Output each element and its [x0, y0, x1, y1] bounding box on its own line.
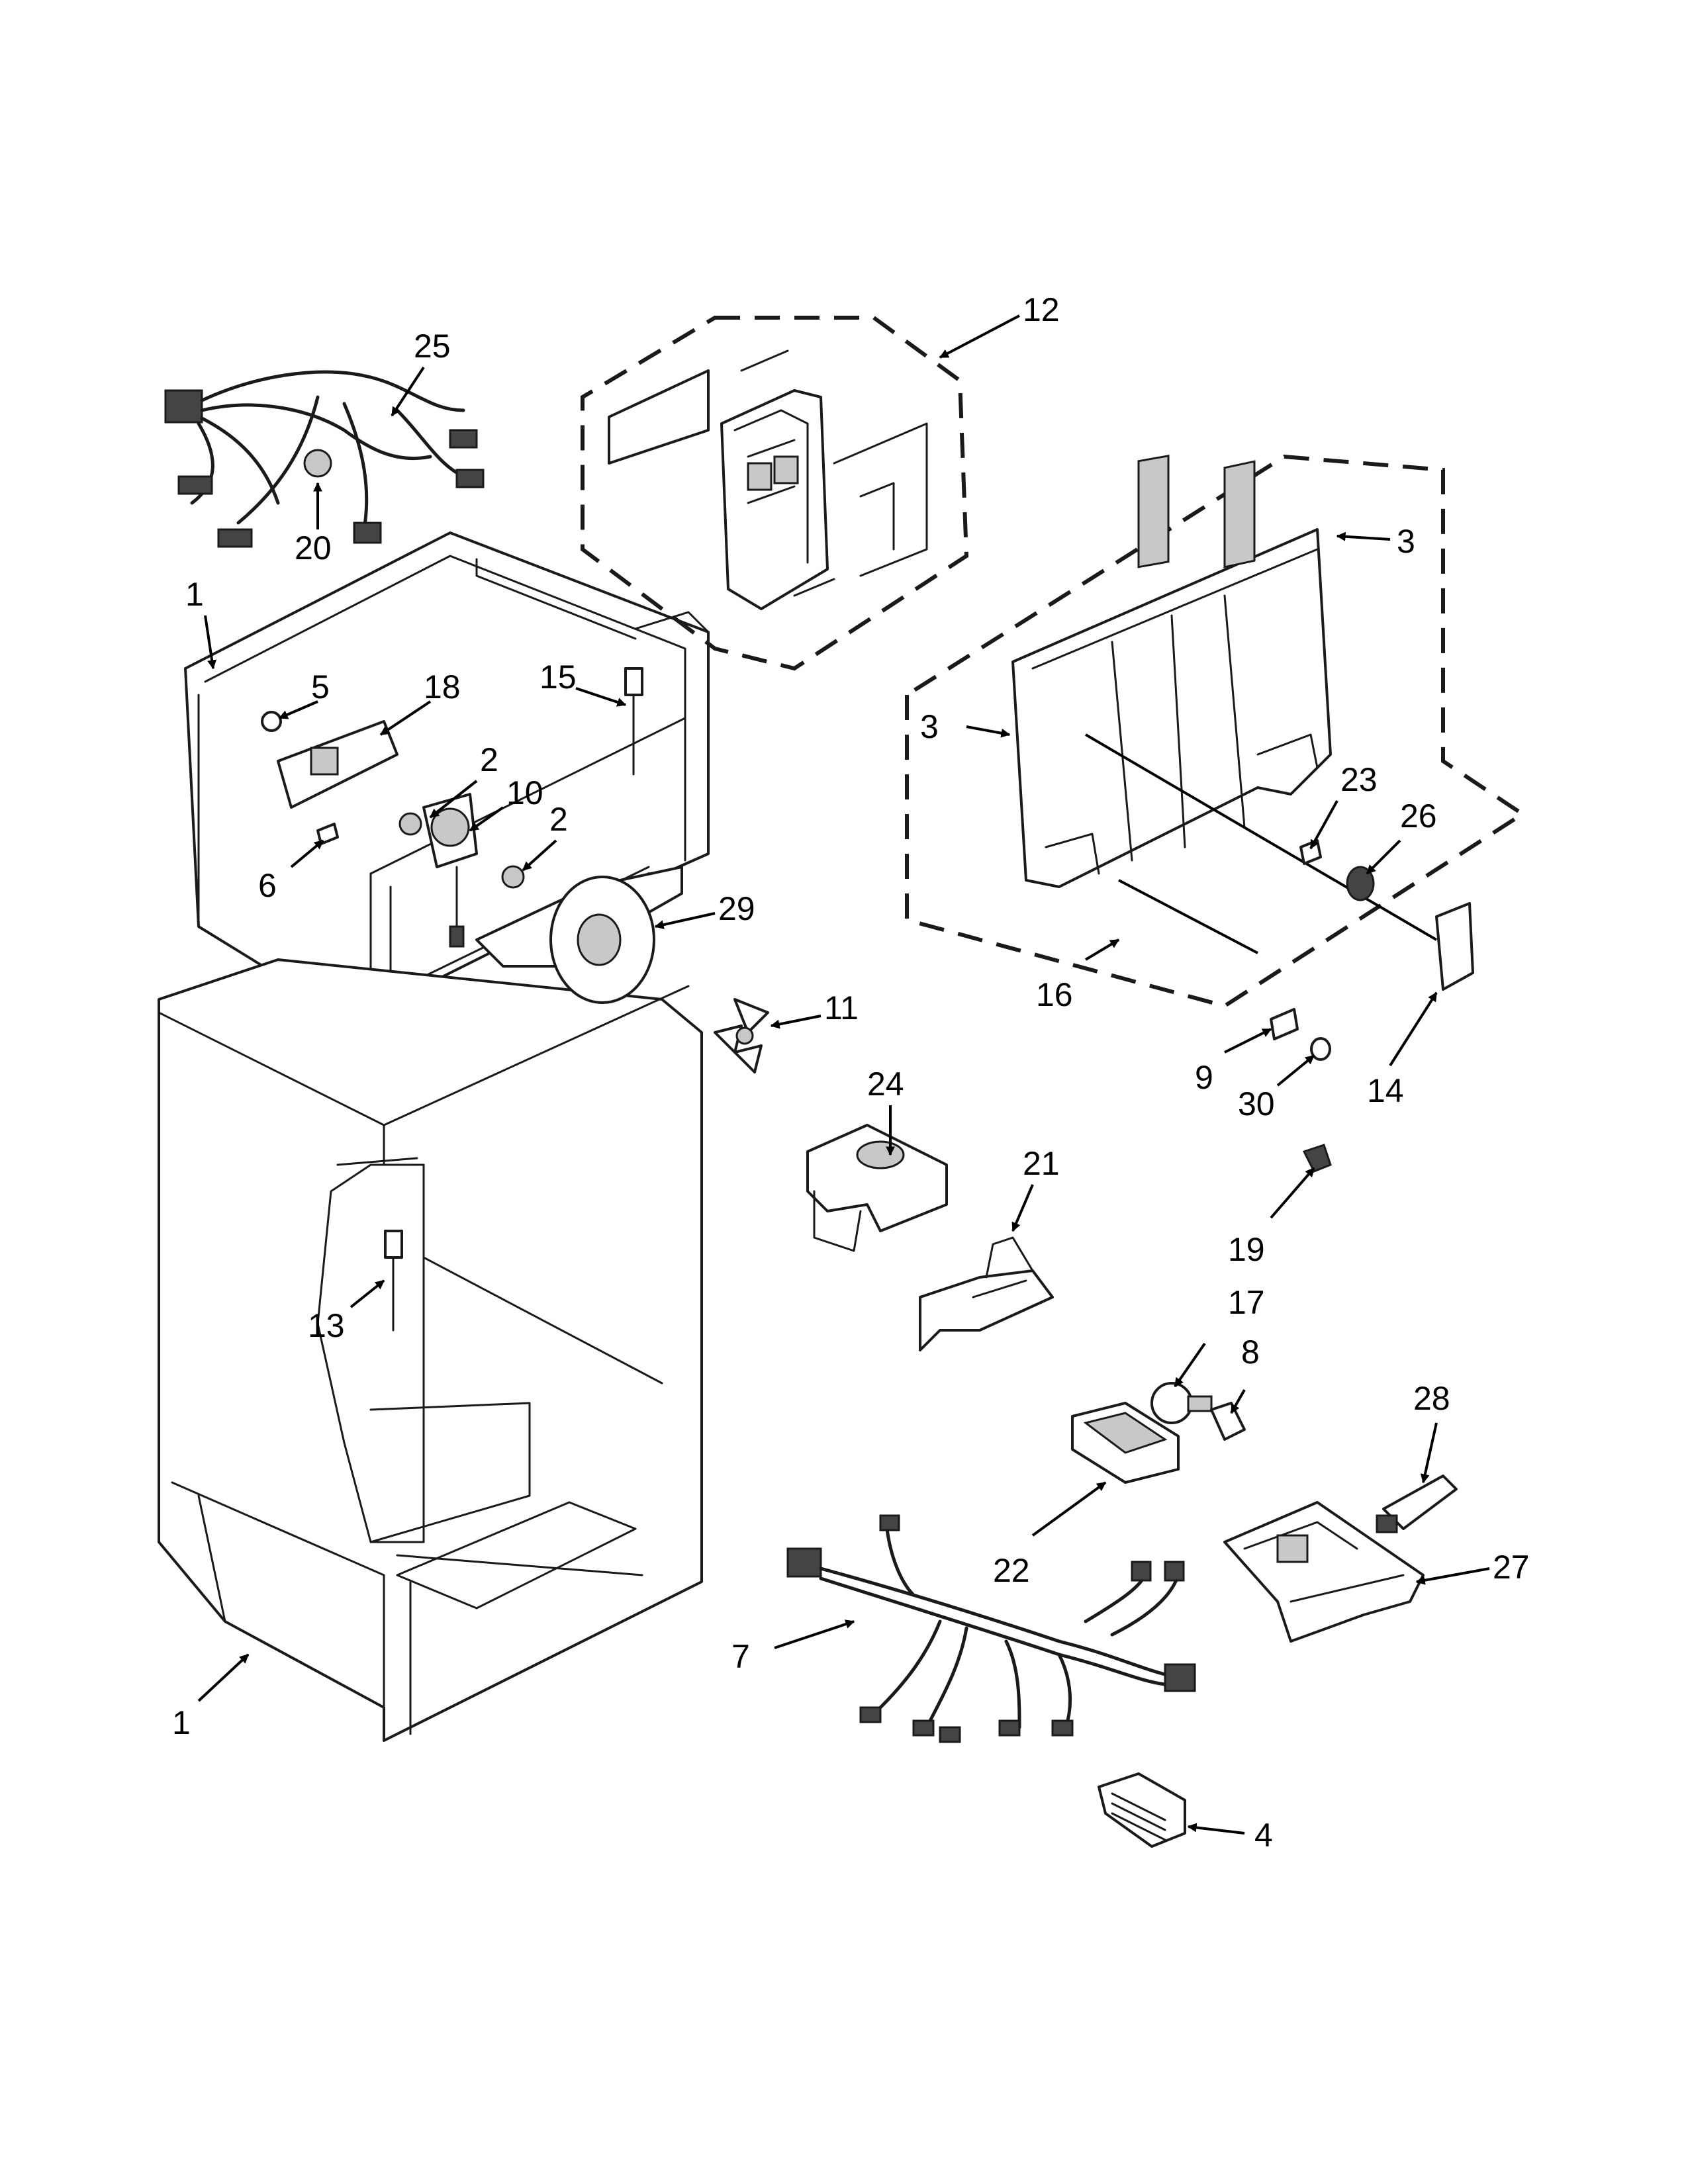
- callout-28: 28: [1413, 1380, 1450, 1417]
- callout-6: 6: [258, 867, 277, 904]
- screw-9: [1270, 1008, 1299, 1040]
- callout-7: 7: [731, 1638, 750, 1675]
- fan-blade-11: [714, 998, 769, 1073]
- fresh-food-liner: [158, 958, 703, 1742]
- callout-23: 23: [1340, 761, 1378, 798]
- thermistor-13: [384, 1230, 403, 1332]
- callout-13: 13: [308, 1307, 345, 1344]
- callout-11: 11: [824, 989, 859, 1026]
- callout-4: 4: [1254, 1817, 1273, 1854]
- switch-19: [1302, 1144, 1332, 1173]
- callout-1-bottom: 1: [172, 1704, 191, 1741]
- callout-2-right: 2: [549, 801, 568, 838]
- callout-26: 26: [1400, 797, 1437, 835]
- callout-12: 12: [1023, 291, 1060, 328]
- callout-9: 9: [1195, 1059, 1213, 1096]
- callout-21: 21: [1023, 1145, 1060, 1182]
- fan-shroud-29: [475, 866, 683, 1004]
- connector-4: [1098, 1772, 1186, 1848]
- light-cover-22: [1071, 1402, 1180, 1484]
- thermistor-15: [624, 667, 643, 776]
- callout-29: 29: [718, 890, 755, 927]
- callout-19: 19: [1228, 1231, 1265, 1268]
- callout-14: 14: [1367, 1072, 1404, 1109]
- wiring-harness-25: [164, 370, 485, 548]
- callout-30: 30: [1238, 1085, 1275, 1122]
- callout-20: 20: [295, 529, 332, 567]
- fan-assembly-group-16: [905, 454, 1526, 1009]
- callout-2-left: 2: [480, 741, 498, 778]
- callout-18: 18: [424, 668, 461, 705]
- callout-leaders: [197, 314, 1490, 1835]
- bracket-21: [919, 1236, 1054, 1351]
- evaporator-cover-group-12: [581, 316, 969, 671]
- callout-22: 22: [993, 1552, 1030, 1589]
- bracket-24: [806, 1124, 948, 1252]
- bulb-17: [1150, 1382, 1213, 1424]
- callout-labels: 25 20 12 3 3 1 5 18 15 2 10 2 6 29 23 26…: [172, 291, 1530, 1854]
- callout-15: 15: [539, 659, 577, 696]
- screw-6: [316, 823, 339, 845]
- callout-5: 5: [311, 668, 330, 705]
- callout-8: 8: [1241, 1334, 1260, 1371]
- callout-1-top: 1: [185, 576, 204, 613]
- defrost-timer-18: [277, 720, 399, 809]
- grommet-2b: [501, 865, 525, 889]
- callout-24: 24: [867, 1066, 904, 1103]
- callout-17: 17: [1228, 1284, 1265, 1321]
- callout-16: 16: [1036, 976, 1073, 1013]
- housing-27: [1223, 1501, 1425, 1643]
- module-28: [1376, 1475, 1458, 1533]
- wiring-harness-7: [786, 1514, 1196, 1743]
- screw-23: [1299, 839, 1322, 865]
- knob-26: [1346, 866, 1375, 901]
- washer-30: [1310, 1037, 1331, 1061]
- callout-27: 27: [1493, 1549, 1530, 1586]
- grommet-2a: [399, 812, 422, 836]
- callout-3-top: 3: [1397, 523, 1415, 560]
- washer-5: [261, 711, 282, 732]
- callout-10: 10: [506, 774, 543, 811]
- callout-3-left: 3: [920, 708, 939, 745]
- callout-25: 25: [414, 328, 451, 365]
- clip-8: [1210, 1402, 1246, 1441]
- cover-14: [1435, 902, 1474, 991]
